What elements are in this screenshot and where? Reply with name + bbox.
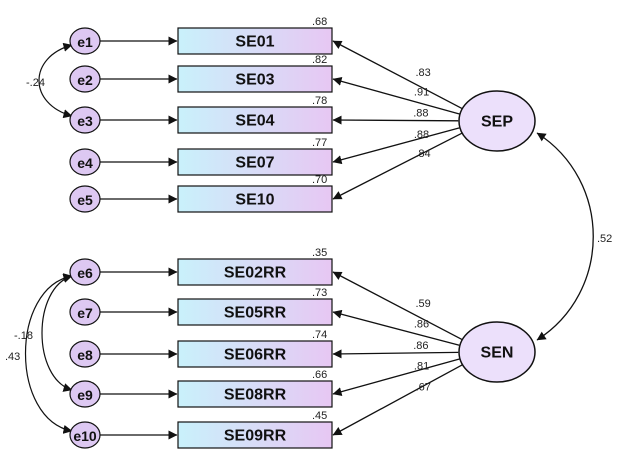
error-term-label: e10 xyxy=(73,428,97,444)
loading-paths-layer xyxy=(332,40,463,436)
covariance-layer xyxy=(25,42,594,434)
observed-variable-box xyxy=(177,380,333,408)
observed-variable-label: SE02RR xyxy=(224,265,287,282)
loading-label: .86 xyxy=(413,340,428,352)
latent-label: SEP xyxy=(481,114,513,131)
latent-label: SEN xyxy=(481,345,514,362)
error-covariance-label: -.24 xyxy=(26,77,45,89)
error-covariance-path xyxy=(38,42,73,119)
error-covariance-path xyxy=(25,273,73,434)
loading-label: .81 xyxy=(414,361,429,373)
observed-variable-label: SE07 xyxy=(235,155,274,172)
observed-variable-box xyxy=(177,106,333,134)
r-squared-label: .73 xyxy=(312,287,327,299)
loading-path xyxy=(332,40,463,110)
observed-variable-box xyxy=(177,421,333,449)
loading-path xyxy=(332,132,463,200)
loading-label: .88 xyxy=(413,107,428,119)
loading-label: .88 xyxy=(414,129,429,141)
observed-variable-box xyxy=(177,340,333,368)
loading-label: .59 xyxy=(415,298,430,310)
latent-factor-sep xyxy=(458,90,536,152)
observed-variable-label: SE10 xyxy=(235,192,274,209)
loading-path xyxy=(332,127,460,165)
error-term-label: e9 xyxy=(77,387,93,403)
factor-correlation-path xyxy=(536,132,594,341)
observed-variable-label: SE05RR xyxy=(224,305,287,322)
error-term-label: e8 xyxy=(77,347,93,363)
error-term-label: e1 xyxy=(77,34,93,50)
error-term-label: e7 xyxy=(77,305,93,321)
r-squared-label: .45 xyxy=(312,410,327,422)
latent-factor-sen xyxy=(458,321,536,383)
latent-factors-layer: SEP SEN xyxy=(458,90,536,383)
observed-variable-box xyxy=(177,258,333,286)
observed-variable-label: SE09RR xyxy=(224,428,287,445)
loading-path xyxy=(332,271,463,341)
error-term-label: e6 xyxy=(77,265,93,281)
observed-variable-label: SE01 xyxy=(235,34,274,51)
factor-correlation-label: .52 xyxy=(597,233,612,245)
loading-path xyxy=(332,364,463,436)
error-covariance-label: -.18 xyxy=(14,330,33,342)
r-squared-label: .82 xyxy=(312,54,327,66)
r-squared-label: .78 xyxy=(312,95,327,107)
observed-variable-label: SE06RR xyxy=(224,347,287,364)
error-terms-layer: e1 e2 e3 e4 e5 e6 e7 e8 e9 e10 xyxy=(69,27,178,449)
r-squared-label: .70 xyxy=(312,174,327,186)
observed-variable-box xyxy=(177,185,333,213)
r-squared-label: .77 xyxy=(312,137,327,149)
error-covariance-label: .43 xyxy=(5,351,20,363)
loading-label: .86 xyxy=(414,318,429,330)
error-term-label: e2 xyxy=(77,72,93,88)
error-term-label: e4 xyxy=(77,155,93,171)
r-squared-label: .66 xyxy=(312,369,327,381)
loading-path xyxy=(332,358,460,397)
r-squared-label: .68 xyxy=(312,16,327,28)
observed-variable-label: SE04 xyxy=(235,113,274,130)
error-term-label: e3 xyxy=(77,113,93,129)
r-squared-label: .35 xyxy=(312,247,327,259)
loading-label: .84 xyxy=(415,148,430,160)
loading-path xyxy=(332,76,460,115)
loading-path xyxy=(332,309,460,346)
error-term-label: e5 xyxy=(77,192,93,208)
loading-label: .67 xyxy=(416,381,431,393)
observed-variable-box xyxy=(177,27,333,55)
loading-label: .91 xyxy=(414,86,429,98)
observed-variable-label: SE08RR xyxy=(224,387,287,404)
observed-variable-label: SE03 xyxy=(235,72,274,89)
observed-variable-box xyxy=(177,148,333,176)
loading-label: .83 xyxy=(415,67,430,79)
observed-variable-box xyxy=(177,65,333,93)
r-squared-label: .74 xyxy=(312,329,327,341)
loading-path xyxy=(332,349,459,359)
observed-variable-box xyxy=(177,298,333,326)
loading-path xyxy=(332,115,459,125)
error-covariance-path xyxy=(41,274,73,392)
coefficients-layer: .52 .68 .83 .82 .91 .78 .88 .77 .88 .70 .84 .35 .59.… xyxy=(5,16,612,422)
